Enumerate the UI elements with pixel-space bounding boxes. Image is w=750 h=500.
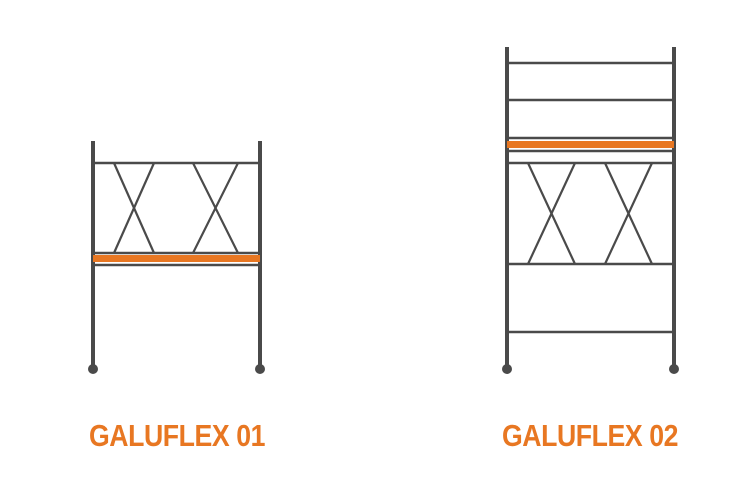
cross-brace <box>527 162 576 265</box>
wheel <box>669 364 679 374</box>
scaffold-galuflex-01 <box>88 141 265 374</box>
scaffold-label-galuflex-02: GALUFLEX 02 <box>501 418 679 453</box>
wheel <box>255 364 265 374</box>
scaffold-label-galuflex-01: GALUFLEX 01 <box>88 418 266 453</box>
platform-deck <box>93 255 260 262</box>
wheel <box>88 364 98 374</box>
cross-brace <box>192 162 239 254</box>
scaffold-galuflex-02 <box>502 47 679 374</box>
platform-deck <box>507 141 674 148</box>
cross-brace <box>604 162 653 265</box>
wheel <box>502 364 512 374</box>
cross-brace <box>112 162 156 254</box>
